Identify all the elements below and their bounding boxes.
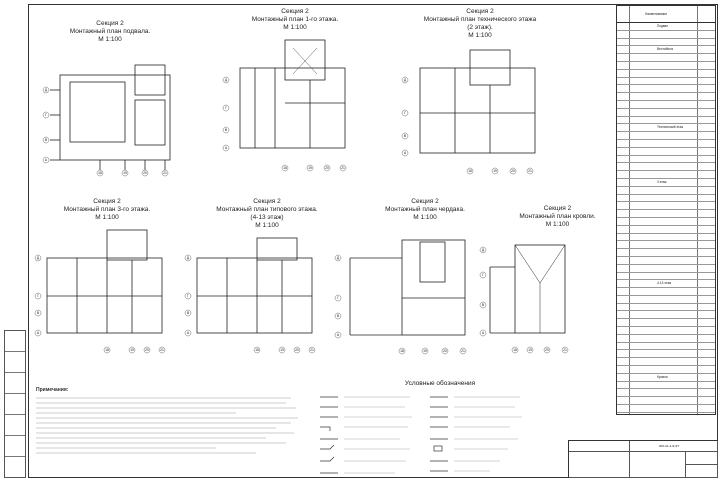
notes-text-lines (36, 397, 298, 453)
axis-label: 21 (163, 171, 167, 175)
table-section: Подвал (657, 24, 669, 28)
axis-label: 20 (295, 348, 299, 352)
axis-label: А (225, 146, 228, 150)
axis-label: Г (225, 106, 227, 110)
axis-label: 19 (308, 166, 312, 170)
floor-plan-drawing: Д Г В А 18 19 20 21 (334, 239, 467, 355)
axis-label: В (482, 303, 485, 307)
title-block-stamp: 000-01-3-Э-ЭТ (568, 440, 718, 478)
axis-label: 21 (563, 348, 567, 352)
axis-label: Г (482, 273, 484, 277)
axis-label: В (404, 134, 407, 138)
floor-plan-drawing: Д Г В А 18 19 20 21 (222, 39, 347, 172)
axis-label: Д (187, 256, 190, 260)
side-title-strip (4, 330, 26, 478)
axis-label: Г (187, 294, 189, 298)
axis-label: 21 (310, 348, 314, 352)
axis-label: Д (337, 256, 340, 260)
table-header-name: Наименование (645, 12, 668, 16)
axis-label: Г (404, 111, 406, 115)
floor-plan-drawing: Д Г В А 18 19 20 21 (184, 237, 316, 354)
axis-label: 21 (341, 166, 345, 170)
table-section: Кровля (657, 374, 668, 379)
floor-plan-drawing: Д Г В А 18 19 20 21 (42, 64, 171, 177)
legend: Условные обозначения (310, 380, 570, 486)
floor-plan-drawing: Д Г В А 18 19 20 21 (401, 49, 536, 175)
axis-label: Г (337, 296, 339, 300)
axis-label: 20 (443, 349, 447, 353)
axis-label: 20 (143, 171, 147, 175)
notes-block: Примечания: (36, 388, 336, 458)
axis-label: 19 (130, 348, 134, 352)
axis-label: Д (404, 78, 407, 82)
axis-label: Г (45, 113, 47, 117)
axis-label: В (337, 314, 340, 318)
table-section: Вестибюль (657, 47, 674, 52)
axis-label: 18 (255, 348, 259, 352)
axis-label: В (45, 138, 48, 142)
axis-label: 18 (98, 171, 102, 175)
legend-title: Условные обозначения (404, 380, 476, 387)
axis-label: 19 (423, 349, 427, 353)
axis-label: Д (37, 256, 40, 260)
axis-label: Д (225, 78, 228, 82)
axis-label: В (37, 311, 40, 315)
axis-label: Д (482, 248, 485, 252)
axis-label: 20 (325, 166, 329, 170)
axis-label: А (45, 158, 48, 162)
axis-label: 21 (160, 348, 164, 352)
axis-label: А (37, 331, 40, 335)
axis-label: 21 (528, 169, 532, 173)
axis-label: 18 (513, 348, 517, 352)
axis-label: 20 (545, 348, 549, 352)
table-header: Наименование (617, 6, 715, 23)
axis-label: 19 (280, 348, 284, 352)
table-section: 3 этаж (657, 179, 667, 184)
axis-label: 19 (528, 348, 532, 352)
room-schedule-table: Наименование Подвал Вестибюль Технически… (616, 5, 716, 415)
legend-symbols (320, 396, 522, 474)
axis-label: В (225, 128, 228, 132)
sheet-frame (28, 4, 718, 478)
table-section: 4-13 этаж (657, 281, 672, 286)
floor-plan-drawing: Д Г В А 18 19 20 21 (479, 244, 569, 354)
axis-label: Г (37, 294, 39, 298)
notes-title: Примечания: (36, 387, 69, 393)
axis-label: А (187, 331, 190, 335)
axis-label: 18 (283, 166, 287, 170)
axis-label: В (187, 311, 190, 315)
axis-label: 18 (400, 349, 404, 353)
axis-label: 20 (511, 169, 515, 173)
axis-label: 21 (461, 349, 465, 353)
axis-label: 18 (468, 169, 472, 173)
floor-plan-drawing: Д Г В А 18 19 20 21 (34, 229, 166, 354)
axis-label: А (404, 151, 407, 155)
axis-label: А (482, 331, 485, 335)
drawing-code: 000-01-3-Э-ЭТ (659, 444, 680, 448)
table-section: Технический этаж (657, 125, 684, 130)
axis-label: Д (45, 88, 48, 92)
axis-label: А (337, 333, 340, 337)
axis-label: 19 (123, 171, 127, 175)
axis-label: 20 (145, 348, 149, 352)
axis-label: 19 (493, 169, 497, 173)
axis-label: 18 (105, 348, 109, 352)
